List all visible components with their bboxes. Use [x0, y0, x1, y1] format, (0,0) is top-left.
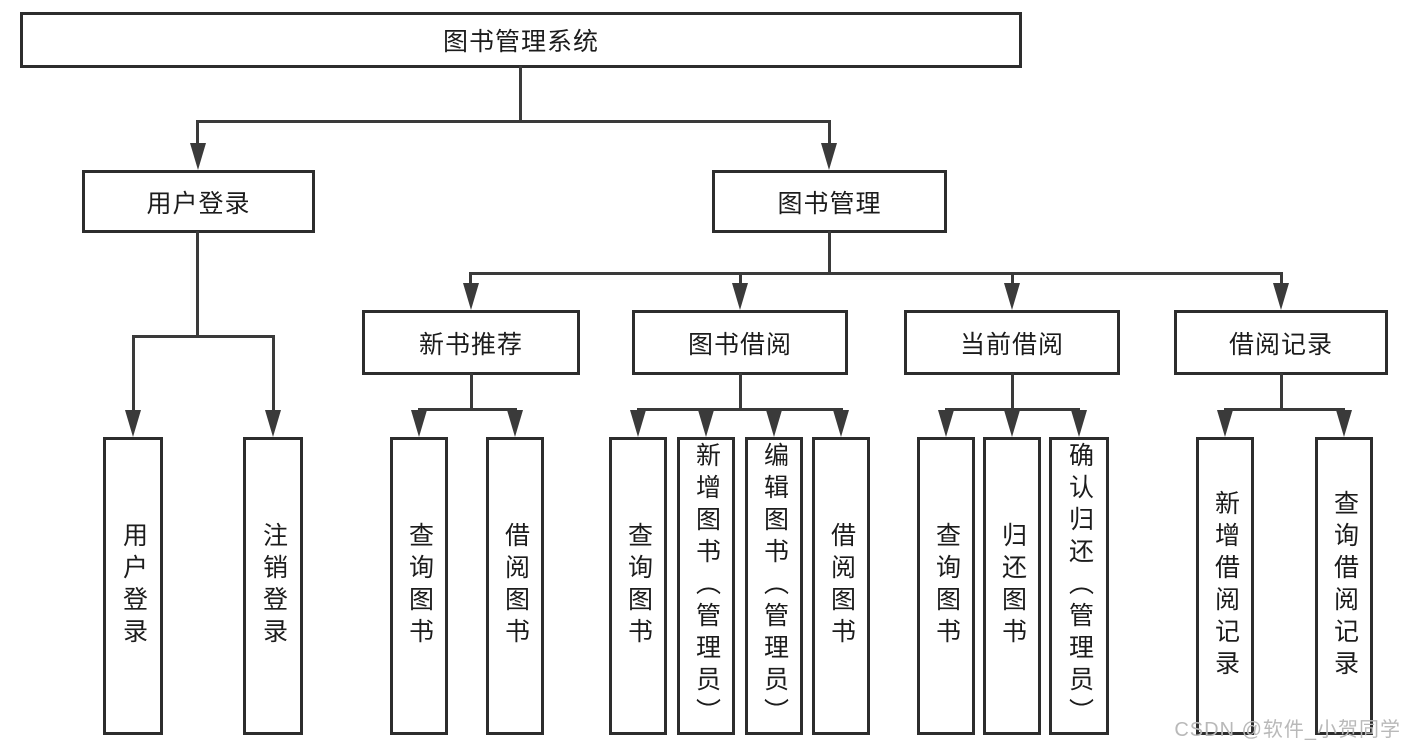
leaf-br-add-record: 新增借阅记录 [1196, 437, 1254, 735]
connector-line [637, 408, 843, 411]
arrowhead-down [507, 410, 523, 437]
arrowhead-down [125, 410, 141, 437]
arrowhead-down [1071, 410, 1087, 437]
arrowhead-down [1004, 283, 1020, 310]
connector-line [470, 373, 473, 410]
connector-line [132, 335, 275, 338]
leaf-bb-query-books-label: 查询图书 [624, 522, 653, 650]
leaf-rec-borrow-books-label: 借阅图书 [501, 522, 530, 650]
leaf-bb-add-books-label: 新增图书（管理员） [692, 442, 721, 730]
connector-line [469, 272, 1283, 275]
connector-line [1011, 373, 1014, 410]
leaf-rec-query-books: 查询图书 [390, 437, 448, 735]
arrowhead-down [265, 410, 281, 437]
connector-line [519, 66, 522, 122]
leaf-user-login: 用户登录 [103, 437, 163, 735]
node-user-login: 用户登录 [82, 170, 315, 233]
connector-line [739, 373, 742, 410]
leaf-br-query-record: 查询借阅记录 [1315, 437, 1373, 735]
connector-line [469, 272, 472, 288]
arrowhead-down [1336, 410, 1352, 437]
arrowhead-down [938, 410, 954, 437]
arrowhead-down [821, 143, 837, 170]
leaf-logout-label: 注销登录 [259, 522, 288, 650]
node-user-login-label: 用户登录 [146, 189, 251, 218]
node-library-system-label: 图书管理系统 [442, 28, 599, 56]
arrowhead-down [766, 410, 782, 437]
leaf-bb-borrow-books-label: 借阅图书 [827, 522, 856, 650]
leaf-bb-edit-books: 编辑图书（管理员） [745, 437, 803, 735]
leaf-bb-borrow-books: 借阅图书 [812, 437, 870, 735]
leaf-cb-query-books-label: 查询图书 [932, 522, 961, 650]
connector-line [1280, 373, 1283, 410]
connector-line [828, 120, 831, 146]
arrowhead-down [1273, 283, 1289, 310]
csdn-watermark: CSDN @软件_小贺同学 [1174, 719, 1401, 741]
arrowhead-down [732, 283, 748, 310]
leaf-cb-confirm-return: 确认归还（管理员） [1049, 437, 1109, 735]
node-borrow-records-label: 借阅记录 [1228, 330, 1333, 359]
node-current-borrowing: 当前借阅 [904, 310, 1120, 375]
leaf-br-add-record-label: 新增借阅记录 [1211, 490, 1240, 682]
connector-line [418, 408, 517, 411]
arrowhead-down [1217, 410, 1233, 437]
leaf-br-query-record-label: 查询借阅记录 [1330, 490, 1359, 682]
arrowhead-down [463, 283, 479, 310]
arrowhead-down [630, 410, 646, 437]
node-current-borrowing-label: 当前借阅 [959, 330, 1064, 359]
leaf-bb-add-books: 新增图书（管理员） [677, 437, 735, 735]
connector-line [945, 408, 1080, 411]
connector-line [739, 272, 742, 288]
arrowhead-down [1004, 410, 1020, 437]
connector-line [1280, 272, 1283, 288]
node-new-book-recommend: 新书推荐 [362, 310, 580, 375]
connector-line [1224, 408, 1345, 411]
connector-line [197, 120, 831, 123]
node-book-borrowing: 图书借阅 [632, 310, 848, 375]
arrowhead-down [411, 410, 427, 437]
arrowhead-down [698, 410, 714, 437]
leaf-cb-return-books: 归还图书 [983, 437, 1041, 735]
leaf-logout: 注销登录 [243, 437, 303, 735]
connector-line [272, 335, 275, 413]
node-library-system: 图书管理系统 [20, 12, 1022, 68]
leaf-bb-query-books: 查询图书 [609, 437, 667, 735]
leaf-cb-query-books: 查询图书 [917, 437, 975, 735]
node-book-borrowing-label: 图书借阅 [687, 330, 792, 359]
node-borrow-records: 借阅记录 [1174, 310, 1388, 375]
connector-line [1011, 272, 1014, 288]
leaf-bb-edit-books-label: 编辑图书（管理员） [760, 442, 789, 730]
leaf-user-login-label: 用户登录 [119, 522, 148, 650]
connector-line [828, 231, 831, 275]
arrowhead-down [190, 143, 206, 170]
leaf-cb-return-books-label: 归还图书 [998, 522, 1027, 650]
node-book-management-label: 图书管理 [777, 189, 882, 218]
node-new-book-recommend-label: 新书推荐 [418, 330, 523, 359]
connector-line [196, 231, 199, 335]
leaf-cb-confirm-return-label: 确认归还（管理员） [1065, 442, 1094, 730]
connector-line [132, 335, 135, 413]
leaf-rec-borrow-books: 借阅图书 [486, 437, 544, 735]
connector-line [196, 120, 199, 146]
leaf-rec-query-books-label: 查询图书 [405, 522, 434, 650]
arrowhead-down [833, 410, 849, 437]
node-book-management: 图书管理 [712, 170, 947, 233]
